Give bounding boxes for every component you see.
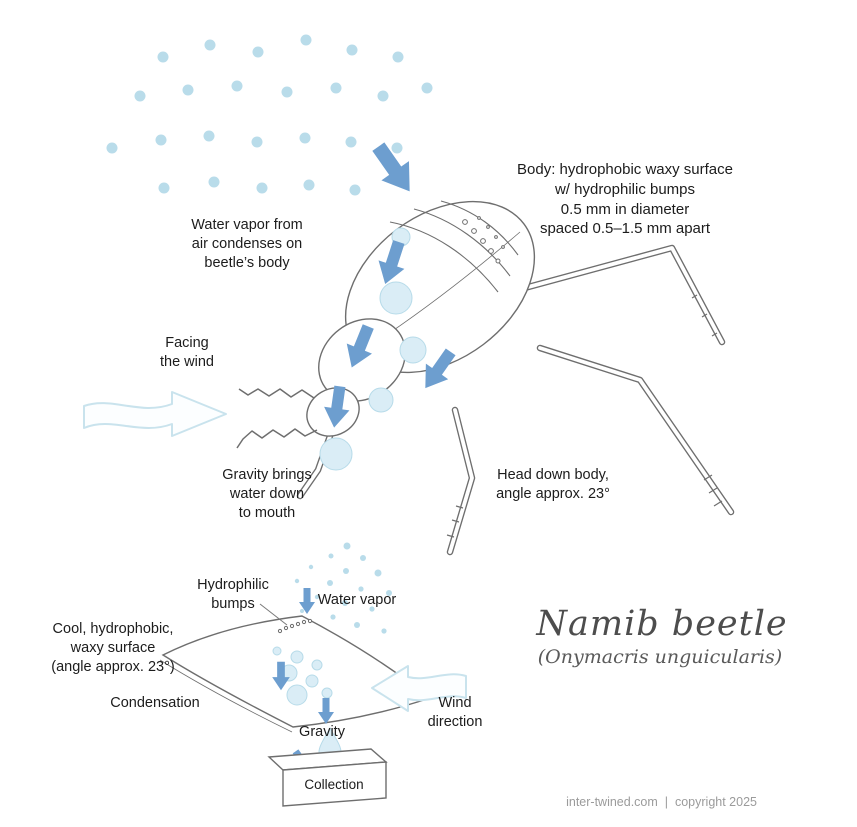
body-droplets (319, 227, 427, 471)
sheet-droplets (272, 646, 333, 706)
sheet-thickness-edge (159, 659, 293, 733)
elytra-suture-line (387, 231, 521, 335)
footer-separator: | (664, 795, 669, 809)
head-down-label: Head down body, angle approx. 23° (496, 467, 610, 503)
footer-site: inter-twined.com (566, 795, 658, 809)
hydrophilic-bumps-dots (277, 618, 313, 634)
condensation-label: Condensation (110, 695, 200, 711)
condensation-on-body-label: Water vapor from air condenses on beetle… (191, 217, 303, 272)
gravity-to-mouth-label: Gravity brings water down to mouth (222, 467, 312, 522)
elytra-ridges (389, 200, 519, 293)
diagram-title: Namib beetle (536, 604, 788, 644)
water-vapor-label: Water vapor (317, 592, 397, 608)
inset-wind-arrow (371, 665, 467, 712)
diagram-subtitle: (Onymacris unguicularis) (537, 646, 783, 668)
inset-diagram (159, 542, 467, 807)
beetle-antennae (236, 388, 318, 449)
leg-serrations (446, 294, 723, 538)
facing-wind-label: Facing the wind (159, 335, 215, 371)
bumps-leader-line (259, 603, 288, 626)
wind-arrow (83, 391, 227, 437)
water-vapor-dots (106, 34, 433, 196)
gravity-label: Gravity (299, 724, 345, 740)
body-surface-label: Body: hydrophobic waxy surface w/ hydrop… (517, 161, 733, 238)
inset-vapor-dots (294, 542, 392, 634)
collection-box (267, 748, 388, 807)
beetle-legs (296, 244, 735, 556)
wind-direction-label: Wind direction (427, 695, 483, 731)
footer-credit: inter-twined.com | copyright 2025 (566, 795, 757, 809)
hydrophilic-bumps-label: Hydrophilic bumps (197, 577, 269, 613)
cool-surface-label: Cool, hydrophobic, waxy surface (angle a… (51, 621, 175, 676)
collection-label: Collection (304, 777, 364, 792)
footer-copyright: copyright 2025 (674, 795, 757, 809)
